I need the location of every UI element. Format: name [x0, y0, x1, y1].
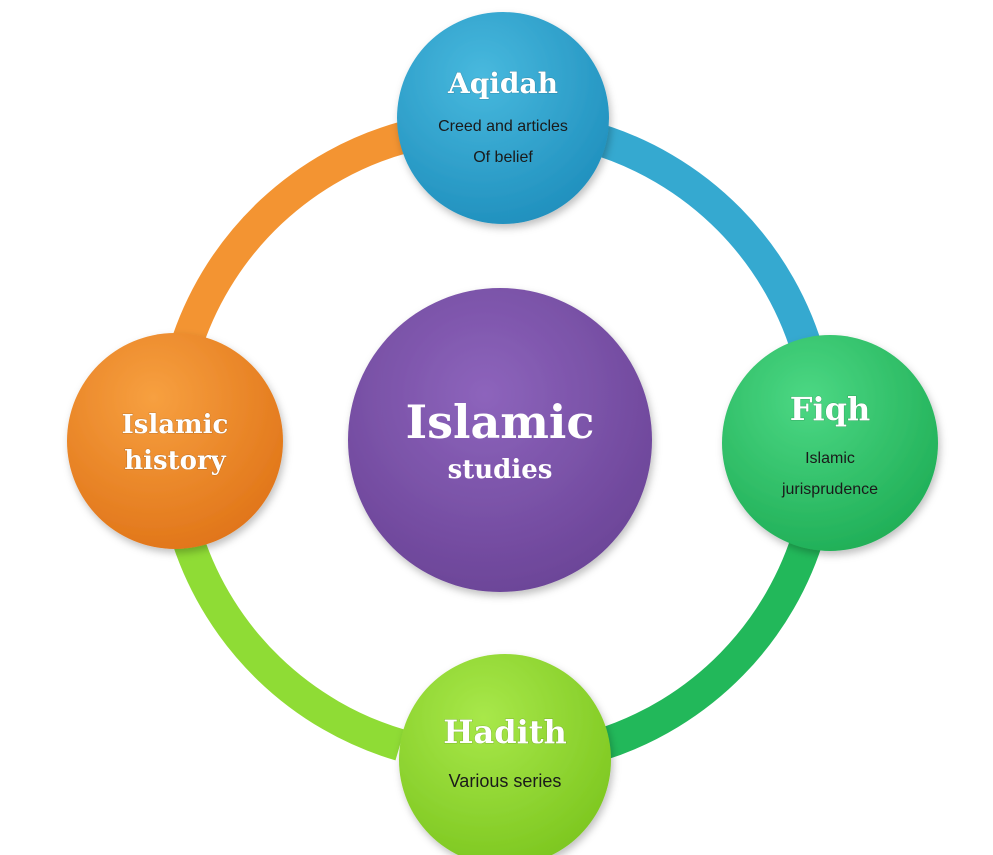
history-title-line1: Islamic: [122, 410, 229, 440]
fiqh-node: [722, 335, 938, 551]
connector-ring: [172, 121, 826, 761]
hadith-title: Hadith: [443, 713, 567, 751]
center-node: [348, 288, 652, 592]
fiqh-line2: jurisprudence: [781, 481, 878, 498]
ring-arc-top-right: [585, 121, 826, 365]
history-node: [67, 333, 283, 549]
ring-arc-bottom-right: [595, 525, 826, 761]
history-title-line2: history: [124, 446, 226, 476]
center-title: Islamic: [406, 395, 595, 449]
hadith-line1: Various series: [449, 771, 562, 791]
aqidah-node: [397, 12, 609, 224]
aqidah-title: Aqidah: [447, 67, 558, 100]
fiqh-line1: Islamic: [805, 450, 855, 467]
aqidah-line2: Of belief: [473, 149, 533, 166]
fiqh-title: Fiqh: [790, 390, 871, 428]
aqidah-line1: Creed and articles: [438, 118, 568, 135]
ring-arc-top-left: [172, 121, 410, 346]
ring-arc-bottom-left: [172, 534, 405, 761]
hadith-node: [399, 654, 611, 855]
center-subtitle: studies: [448, 455, 553, 485]
